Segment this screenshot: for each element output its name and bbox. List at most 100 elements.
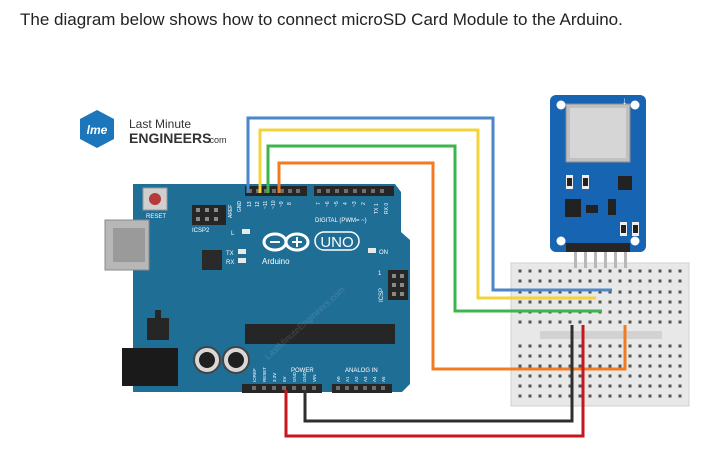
breadboard-hole bbox=[578, 384, 582, 388]
breadboard-hole bbox=[628, 310, 632, 314]
breadboard-hole bbox=[598, 279, 602, 283]
pin-label-3: ~3 bbox=[352, 201, 358, 207]
breadboard-hole bbox=[598, 269, 602, 273]
breadboard-hole bbox=[618, 364, 622, 368]
breadboard-hole bbox=[608, 344, 612, 348]
breadboard-hole bbox=[638, 310, 642, 314]
breadboard-hole bbox=[568, 374, 572, 378]
pin-label-gnd: GND bbox=[237, 201, 243, 213]
breadboard-hole bbox=[648, 320, 652, 324]
breadboard-hole bbox=[628, 364, 632, 368]
breadboard-hole bbox=[628, 279, 632, 283]
breadboard-hole bbox=[608, 269, 612, 273]
breadboard-hole bbox=[638, 290, 642, 294]
pin-label-a4: A4 bbox=[372, 376, 377, 382]
breadboard-hole bbox=[678, 320, 682, 324]
breadboard-hole bbox=[618, 269, 622, 273]
pin-label-5: ~5 bbox=[334, 201, 340, 207]
pin-label-10: ~10 bbox=[271, 200, 277, 209]
breadboard-hole bbox=[598, 374, 602, 378]
breadboard-hole bbox=[538, 354, 542, 358]
breadboard-hole bbox=[598, 320, 602, 324]
pin-label-a3: A3 bbox=[363, 376, 368, 382]
breadboard-hole bbox=[658, 374, 662, 378]
arduino-board: RESET ICSP2 AREF GND 13 12 ~11 ~10 ~9 8 … bbox=[104, 184, 410, 393]
breadboard-hole bbox=[648, 384, 652, 388]
uno-badge bbox=[314, 231, 360, 251]
breadboard-hole bbox=[608, 384, 612, 388]
breadboard-hole bbox=[678, 290, 682, 294]
breadboard-hole bbox=[558, 354, 562, 358]
breadboard-hole bbox=[628, 290, 632, 294]
breadboard-hole bbox=[518, 290, 522, 294]
analog-label: ANALOG IN bbox=[345, 368, 378, 374]
breadboard-hole bbox=[658, 344, 662, 348]
breadboard-hole bbox=[648, 279, 652, 283]
breadboard-hole bbox=[598, 354, 602, 358]
breadboard-hole bbox=[668, 374, 672, 378]
atmega-chip bbox=[245, 324, 395, 344]
breadboard-hole bbox=[638, 354, 642, 358]
breadboard-hole bbox=[588, 269, 592, 273]
breadboard-hole bbox=[598, 300, 602, 304]
breadboard-hole bbox=[558, 374, 562, 378]
breadboard-hole bbox=[618, 384, 622, 388]
breadboard-hole bbox=[568, 320, 572, 324]
breadboard-hole bbox=[608, 394, 612, 398]
breadboard-hole bbox=[658, 354, 662, 358]
breadboard-hole bbox=[618, 374, 622, 378]
pin-label-gnd1: GND bbox=[292, 371, 297, 382]
pin-label-reset: RESET bbox=[262, 367, 267, 382]
pin-label-6: ~6 bbox=[325, 201, 331, 207]
breadboard-hole bbox=[598, 384, 602, 388]
breadboard-hole bbox=[568, 354, 572, 358]
pin-label-2: 2 bbox=[361, 202, 367, 205]
breadboard-hole bbox=[618, 354, 622, 358]
breadboard-hole bbox=[658, 300, 662, 304]
breadboard-hole bbox=[668, 310, 672, 314]
breadboard-hole bbox=[658, 320, 662, 324]
breadboard-hole bbox=[538, 374, 542, 378]
pin-label-a2: A2 bbox=[354, 376, 359, 382]
breadboard-hole bbox=[628, 384, 632, 388]
breadboard-hole bbox=[618, 344, 622, 348]
breadboard-hole bbox=[588, 279, 592, 283]
arduino-brand: Arduino bbox=[262, 257, 290, 266]
breadboard-hole bbox=[628, 269, 632, 273]
breadboard-hole bbox=[618, 279, 622, 283]
breadboard-hole bbox=[548, 320, 552, 324]
wire-mosi-green bbox=[266, 144, 602, 313]
breadboard-hole bbox=[588, 300, 592, 304]
logo-hexagon-icon bbox=[80, 110, 114, 148]
breadboard-hole bbox=[638, 344, 642, 348]
breadboard-hole bbox=[518, 394, 522, 398]
breadboard-hole bbox=[648, 394, 652, 398]
pin-label-5v: 5V bbox=[282, 376, 287, 382]
breadboard-hole bbox=[518, 384, 522, 388]
breadboard-hole bbox=[578, 290, 582, 294]
breadboard-hole bbox=[628, 344, 632, 348]
breadboard-hole bbox=[578, 300, 582, 304]
pin-label-8: 8 bbox=[287, 202, 293, 205]
breadboard-hole bbox=[568, 394, 572, 398]
breadboard-hole bbox=[648, 310, 652, 314]
sd-arrow-icon: ↓ bbox=[622, 96, 627, 107]
breadboard-hole bbox=[538, 394, 542, 398]
logo: lme Last Minute ENGINEERS .com bbox=[80, 110, 227, 148]
breadboard-hole bbox=[668, 364, 672, 368]
breadboard-hole bbox=[658, 364, 662, 368]
breadboard-hole bbox=[548, 279, 552, 283]
breadboard-hole bbox=[608, 354, 612, 358]
breadboard-hole bbox=[578, 269, 582, 273]
pin-label-a1: A1 bbox=[345, 376, 350, 382]
wire-gnd-black bbox=[303, 325, 574, 423]
breadboard-hole bbox=[618, 300, 622, 304]
wire-sck-blue bbox=[246, 116, 612, 292]
led-l-label: L bbox=[231, 231, 235, 237]
led-rx-label: RX bbox=[226, 260, 234, 266]
pin-label-9: ~9 bbox=[279, 201, 285, 207]
breadboard-hole bbox=[638, 384, 642, 388]
breadboard-hole bbox=[558, 384, 562, 388]
breadboard-hole bbox=[548, 364, 552, 368]
